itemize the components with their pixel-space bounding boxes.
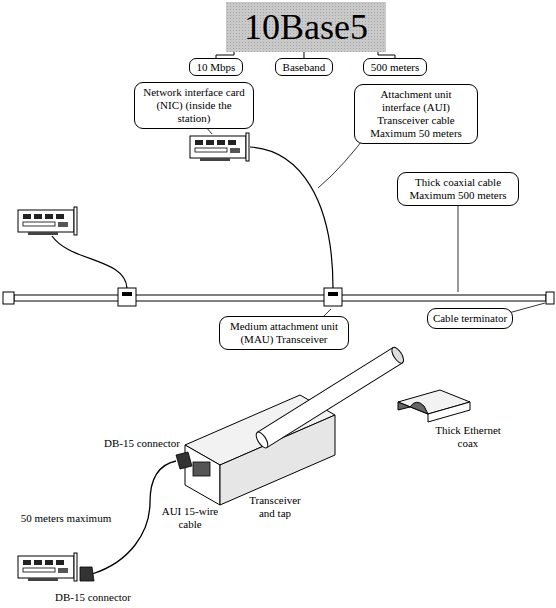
spec-box: 10 Mbps bbox=[189, 58, 244, 76]
callout-box: Attachment unit interface (AUI) Transcei… bbox=[354, 84, 478, 144]
node-text: Baseband bbox=[283, 60, 326, 74]
part-label: DB-15 connector bbox=[100, 437, 184, 450]
node-text: 10Base5 bbox=[244, 6, 368, 48]
part-label: Thick Ethernet coax bbox=[428, 424, 508, 450]
node-text: Medium attachment unit (MAU) Transceiver bbox=[225, 320, 343, 346]
label-text: Transceiver and tap bbox=[242, 494, 308, 520]
transceiver bbox=[118, 288, 136, 306]
callout-box: Cable terminator bbox=[427, 308, 513, 329]
title-box: 10Base5 bbox=[226, 2, 386, 52]
node-text: Attachment unit interface (AUI) Transcei… bbox=[360, 88, 472, 140]
node-text: Network interface card (NIC) (inside the… bbox=[140, 86, 248, 125]
label-text: DB-15 connector bbox=[46, 591, 140, 604]
terminator bbox=[3, 292, 14, 304]
coax-cylinder bbox=[254, 345, 406, 449]
callout-box: Thick coaxial cable Maximum 500 meters bbox=[397, 172, 519, 206]
part-label: DB-15 connector bbox=[46, 591, 140, 604]
nic-card bbox=[18, 553, 77, 581]
nic-card bbox=[18, 207, 77, 235]
part-label: AUI 15-wire cable bbox=[158, 505, 222, 531]
part-label: 50 meters maximum bbox=[14, 512, 118, 525]
node-text: Thick coaxial cable Maximum 500 meters bbox=[403, 176, 513, 202]
db15-connector bbox=[176, 452, 192, 469]
spec-box: 500 meters bbox=[363, 58, 428, 76]
callout-box: Medium attachment unit (MAU) Transceiver bbox=[219, 316, 349, 350]
aui-cable bbox=[250, 147, 333, 288]
label-text: 50 meters maximum bbox=[14, 512, 118, 525]
callout-box: Network interface card (NIC) (inside the… bbox=[134, 82, 254, 129]
aui-cable bbox=[52, 236, 127, 288]
nic-card bbox=[190, 133, 249, 161]
label-text: AUI 15-wire cable bbox=[158, 505, 222, 531]
node-text: Cable terminator bbox=[433, 312, 507, 325]
tap-clamp bbox=[398, 390, 470, 422]
transceiver bbox=[324, 288, 342, 306]
db15-connector bbox=[80, 567, 94, 581]
spec-box: Baseband bbox=[275, 58, 334, 76]
label-text: DB-15 connector bbox=[100, 437, 184, 450]
thick-coax bbox=[14, 295, 546, 301]
label-text: Thick Ethernet coax bbox=[428, 424, 508, 450]
node-text: 500 meters bbox=[371, 60, 420, 74]
part-label: Transceiver and tap bbox=[242, 494, 308, 520]
terminator bbox=[546, 292, 554, 304]
leader-line bbox=[458, 200, 459, 292]
node-text: 10 Mbps bbox=[197, 60, 236, 74]
